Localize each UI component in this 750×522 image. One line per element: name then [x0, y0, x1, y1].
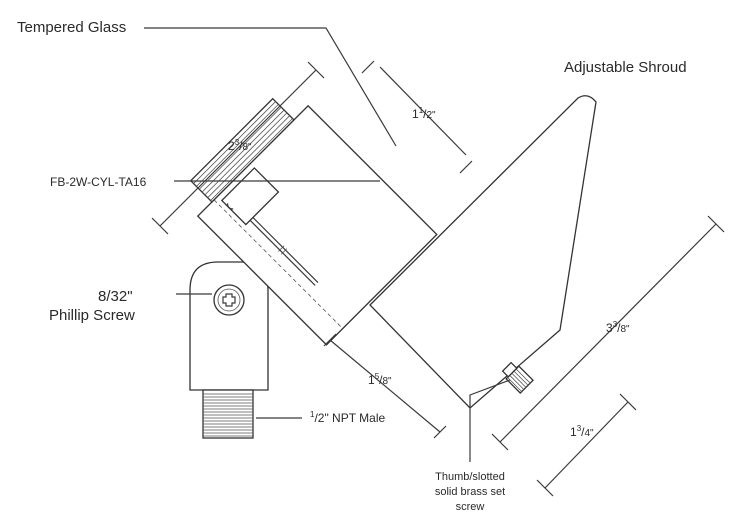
dim-body-length-sep: /	[239, 139, 243, 153]
dim-shroud-offset-den: 4"	[584, 428, 594, 439]
dim-glass-depth-whole: 1	[412, 107, 419, 121]
npt-label: 1/2" NPT Male	[310, 410, 386, 425]
dim-shroud-length-whole: 3	[606, 321, 613, 335]
glass-groove-line	[196, 104, 279, 187]
dim-shroud-offset-sep: /	[581, 425, 585, 439]
thumb-screw-label-line3: screw	[456, 501, 485, 513]
dim-shroud-length-den: 8"	[620, 324, 630, 335]
fixture-body	[189, 97, 438, 346]
adjustable-shroud	[369, 95, 597, 409]
npt-frac: /2" NPT Male	[314, 411, 385, 425]
knurl-line	[513, 370, 529, 386]
dim-glass-depth-den: 2"	[426, 110, 436, 121]
dimension-lines	[151, 60, 725, 497]
screw-size-label: 8/32"	[98, 288, 133, 305]
dim-glass-depth-num: 1	[419, 106, 424, 115]
dim-body-length-num: 3	[235, 138, 240, 147]
knurl-line	[511, 372, 527, 388]
dim-shroud-offset-num: 3	[577, 424, 582, 433]
dim-body-length-whole: 2	[228, 139, 235, 153]
thumb-screw-label-line2: solid brass set	[435, 486, 505, 498]
dim-shroud-length-num: 3	[613, 320, 618, 329]
dim-shroud-offset-whole: 1	[570, 425, 577, 439]
dim-glass-depth-sep: /	[423, 107, 427, 121]
glass-groove-line	[210, 118, 293, 201]
npt-threaded-stem	[202, 389, 254, 439]
dim-body-width-num: 5	[375, 372, 380, 381]
dim-shroud-length-sep: /	[617, 321, 621, 335]
dim-body-length-den: 8"	[242, 142, 252, 153]
thumb-screw-label-line1: Thumb/slotted	[435, 471, 505, 483]
dim-shroud-length: 33/8"	[606, 320, 630, 335]
npt-whole: 1	[310, 410, 315, 419]
glass-groove-line	[193, 101, 276, 184]
adjustable-shroud-label: Adjustable Shroud	[564, 59, 687, 76]
leader-lines	[144, 27, 511, 462]
tempered-glass-label: Tempered Glass	[17, 19, 126, 36]
dim-glass-depth: 11/2"	[412, 106, 436, 121]
lamp-module	[220, 167, 280, 226]
dim-body-width: 15/8"	[368, 372, 392, 387]
dim-body-length: 23/8"	[228, 138, 252, 153]
model-label: FB-2W-CYL-TA16	[50, 175, 147, 189]
mounting-knuckle	[189, 261, 269, 391]
knurl-line	[509, 375, 525, 390]
glass-groove-line	[198, 106, 282, 190]
dim-shroud-offset: 13/4"	[570, 424, 594, 439]
glass-groove-line	[201, 109, 285, 193]
knurl-line	[515, 368, 531, 384]
dim-body-width-sep: /	[379, 373, 383, 387]
dim-body-width-den: 8"	[382, 376, 392, 387]
screw-type-label: Phillip Screw	[49, 307, 135, 324]
dim-body-width-whole: 1	[368, 373, 375, 387]
thumb-screw	[501, 361, 534, 394]
glass-groove-line	[207, 115, 290, 198]
phillip-screw	[213, 284, 245, 316]
